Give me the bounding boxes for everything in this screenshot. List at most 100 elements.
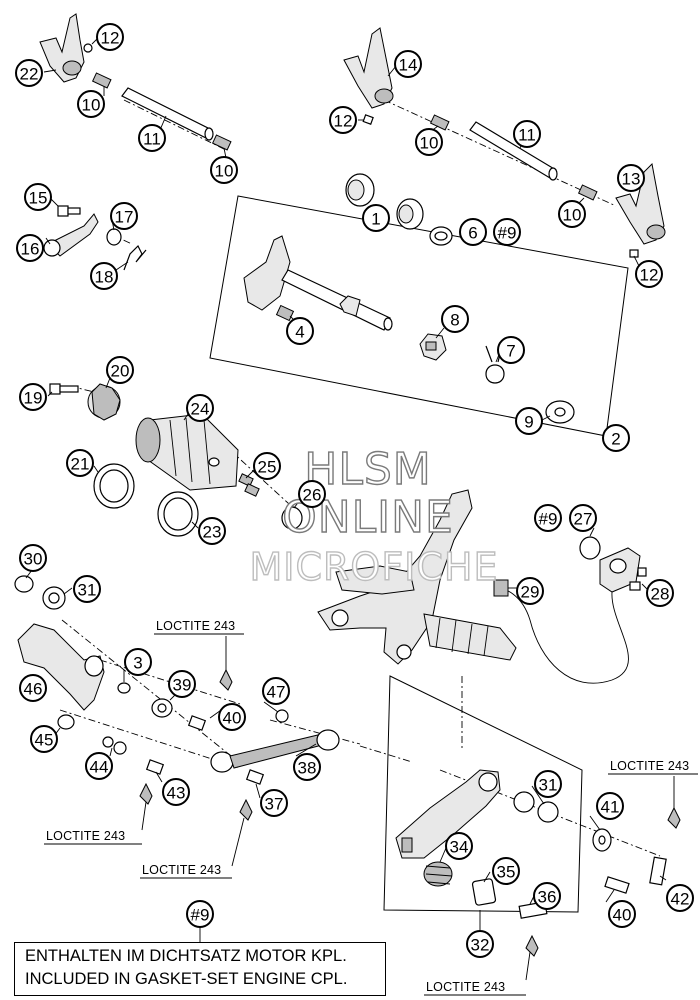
- loctite-label: LOCTITE 243: [426, 980, 505, 994]
- callout-h9a: #9: [493, 218, 521, 246]
- callout-number: 17: [115, 208, 134, 227]
- washer-part: [151, 698, 173, 718]
- callout-circle: [162, 778, 190, 806]
- callout-number: #9: [191, 906, 210, 925]
- callout-c8: 8: [441, 305, 469, 333]
- callout-number: 46: [24, 680, 43, 699]
- callout-c10d: 10: [558, 200, 586, 228]
- shift-shaft: [243, 235, 393, 331]
- callout-circle: [515, 407, 543, 435]
- callout-number: 12: [334, 112, 353, 131]
- callout-circle: [666, 884, 694, 912]
- washer-part: [102, 736, 114, 748]
- shift-drum-star: [87, 383, 121, 421]
- guide-plate: [419, 333, 447, 361]
- callout-number: 7: [506, 342, 515, 361]
- callout-circle: [260, 789, 288, 817]
- callout-c30: 30: [19, 544, 47, 572]
- callout-circle: [516, 577, 544, 605]
- callout-number: 15: [29, 189, 48, 208]
- callout-number: 26: [303, 486, 322, 505]
- shift-fork-right-lower: [615, 162, 666, 245]
- shift-rod-left: [121, 87, 214, 141]
- callout-circle: [293, 753, 321, 781]
- callout-circle: [466, 930, 494, 958]
- callout-circle: [534, 504, 562, 532]
- bearing-ring: [157, 491, 199, 537]
- callout-c11a: 11: [138, 124, 166, 152]
- washer-part: [117, 682, 131, 694]
- callout-number: 19: [24, 389, 43, 408]
- return-spring: [123, 244, 147, 271]
- shift-pedal: [395, 769, 501, 859]
- callout-number: 42: [671, 890, 690, 909]
- callout-c15: 15: [24, 183, 52, 211]
- loctite-label: LOCTITE 243: [46, 829, 125, 843]
- callout-number: 45: [35, 731, 54, 750]
- callout-number: 9: [524, 413, 533, 432]
- callout-number: 24: [191, 400, 210, 419]
- callout-circle: [513, 120, 541, 148]
- screw-part: [57, 205, 81, 217]
- callout-circle: [558, 200, 586, 228]
- shift-lever-arm: [43, 213, 99, 257]
- callout-number: 13: [622, 170, 641, 189]
- callout-circle: [19, 544, 47, 572]
- callout-c12a: 12: [96, 23, 124, 51]
- callout-c9: 9: [515, 407, 543, 435]
- callout-c44: 44: [85, 752, 113, 780]
- rubber-cap: [423, 861, 453, 887]
- callout-h9c: #9: [186, 900, 214, 928]
- spring-part: [429, 114, 450, 131]
- callout-circle: [617, 164, 645, 192]
- callout-circle: [19, 674, 47, 702]
- callout-number: 20: [111, 362, 130, 381]
- callout-c18: 18: [90, 262, 118, 290]
- loctite-drop: [219, 668, 233, 691]
- callout-number: 27: [574, 510, 593, 529]
- callout-circle: [218, 703, 246, 731]
- callout-circle: [493, 218, 521, 246]
- callout-c26: 26: [298, 480, 326, 508]
- callout-circle: [394, 50, 422, 78]
- screw-part: [145, 715, 265, 785]
- washer-part: [113, 741, 127, 755]
- callout-c4: 4: [286, 317, 314, 345]
- callout-number: 23: [203, 523, 222, 542]
- callout-circle: [253, 452, 281, 480]
- loctite-drop: [667, 806, 681, 829]
- callout-number: 6: [468, 224, 477, 243]
- shift-lever: [17, 623, 105, 711]
- pin-part: [629, 249, 639, 258]
- callout-c17: 17: [110, 202, 138, 230]
- callout-c25: 25: [253, 452, 281, 480]
- loctite-label: LOCTITE 243: [142, 863, 221, 877]
- roller-part: [106, 228, 122, 246]
- callout-circle: [534, 770, 562, 798]
- washer-part: [57, 714, 75, 730]
- callout-number: 30: [24, 550, 43, 569]
- callout-number: 10: [420, 134, 439, 153]
- nut-part: [14, 575, 34, 593]
- callout-number: 14: [399, 56, 418, 75]
- callout-c13: 13: [617, 164, 645, 192]
- callout-number: 11: [518, 126, 536, 145]
- needle-bearing: [396, 198, 424, 230]
- callout-c40b: 40: [608, 900, 636, 928]
- shift-drum: [135, 413, 239, 491]
- callout-c29: 29: [516, 577, 544, 605]
- loctite-drop: [139, 782, 153, 805]
- callout-circle: [19, 383, 47, 411]
- callout-c24: 24: [186, 394, 214, 422]
- callout-circle: [608, 900, 636, 928]
- spring-part: [244, 483, 260, 497]
- callout-circle: [66, 449, 94, 477]
- callout-circle: [124, 648, 152, 676]
- callout-circle: [85, 752, 113, 780]
- callout-c35: 35: [492, 857, 520, 885]
- callout-number: 12: [101, 29, 120, 48]
- callout-c12c: 12: [635, 260, 663, 288]
- callout-circle: [24, 183, 52, 211]
- callout-number: 32: [471, 936, 490, 955]
